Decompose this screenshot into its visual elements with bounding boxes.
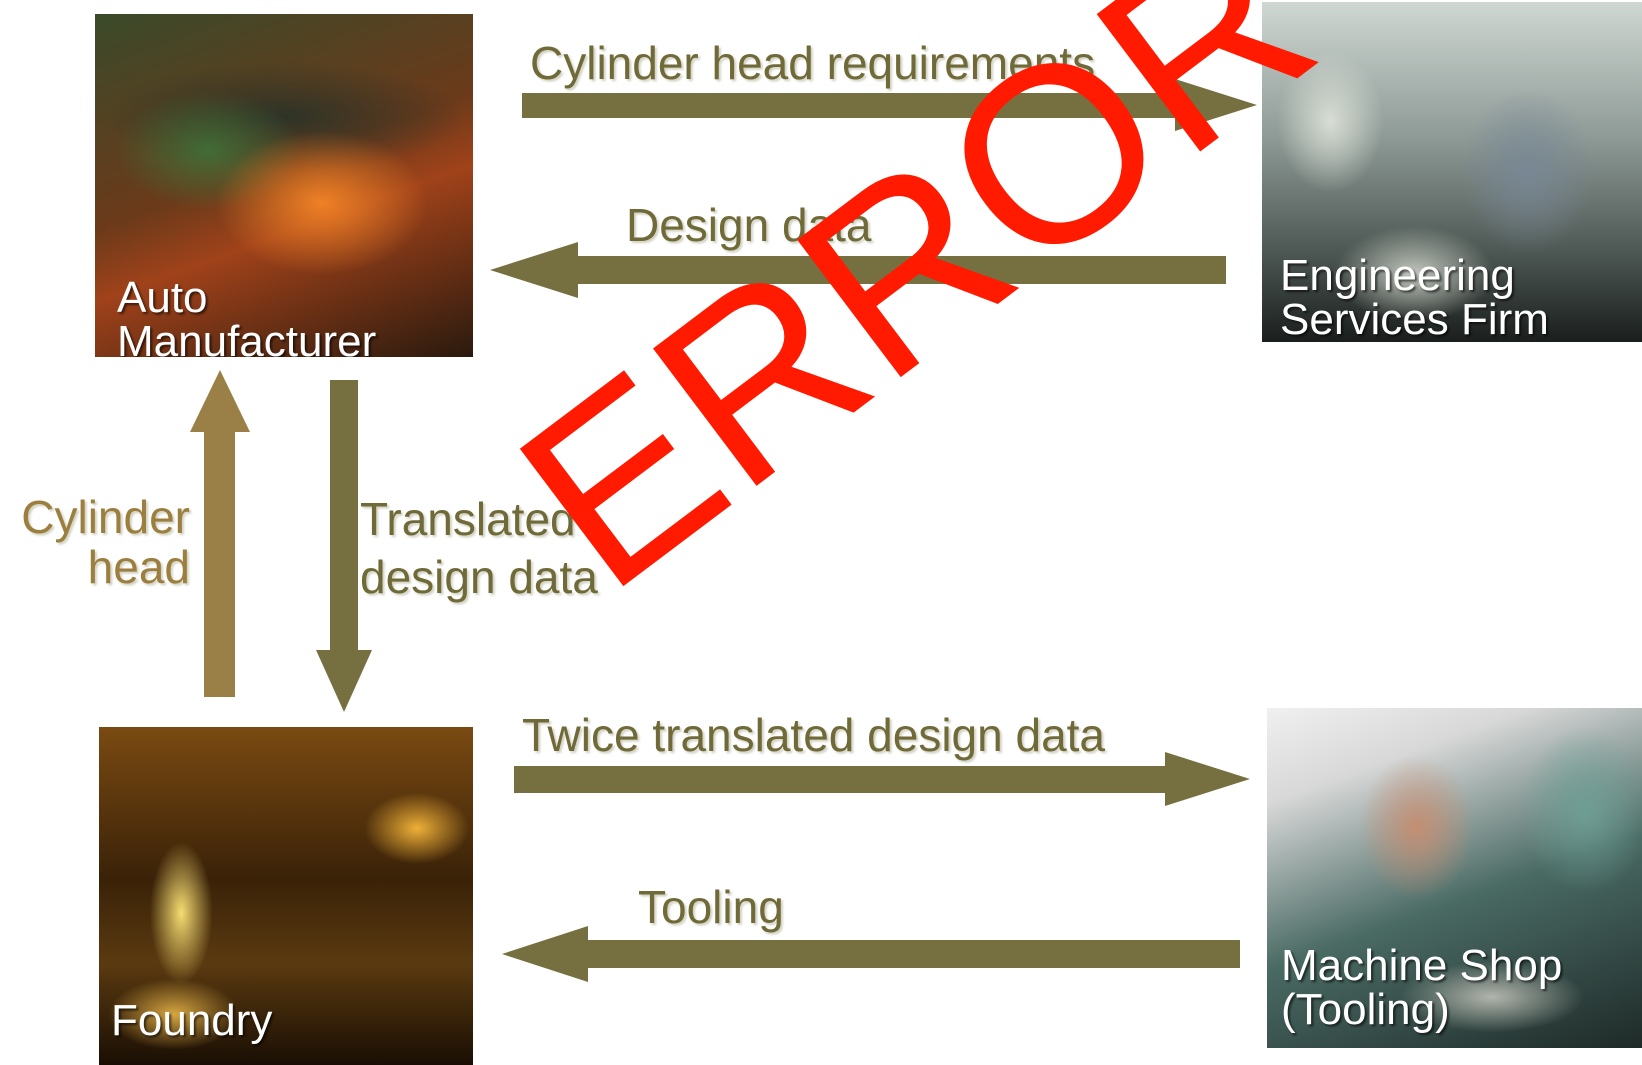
auto-manufacturer-photo: Auto Manufacturer xyxy=(95,14,473,357)
auto-manufacturer-caption: Auto Manufacturer xyxy=(117,273,377,358)
label-twice-translated-design-data: Twice translated design data xyxy=(522,709,1106,761)
auto-caption-line-2: Manufacturer xyxy=(117,317,377,358)
label-cylinder-head-line-1: Cylinder xyxy=(21,491,190,543)
label-design-data: Design data xyxy=(626,199,872,251)
label-cylinder-head-line-2: head xyxy=(87,541,190,593)
foundry-caption: Foundry xyxy=(111,999,272,1043)
engineering-services-caption: Engineering Services Firm xyxy=(1280,254,1549,342)
arrow-twice-translated-to-machine xyxy=(514,752,1250,806)
label-translated-line-1: Translated xyxy=(360,493,576,545)
engineering-services-photo: Engineering Services Firm xyxy=(1262,2,1642,342)
machine-shop-photo: Machine Shop (Tooling) xyxy=(1267,708,1642,1048)
arrow-design-data-to-auto xyxy=(490,242,1226,298)
arrow-tooling-to-foundry xyxy=(502,926,1240,982)
foundry-caption-line-1: Foundry xyxy=(111,996,273,1045)
machine-shop-caption: Machine Shop (Tooling) xyxy=(1281,944,1562,1032)
label-cylinder-head-requirements: Cylinder head requirements xyxy=(530,37,1096,89)
arrow-cylinder-head-to-auto xyxy=(190,370,250,697)
label-translated-design-data: Translated design data xyxy=(360,490,598,606)
engineering-caption-line-2: Services Firm xyxy=(1280,295,1549,342)
machine-caption-line-2: (Tooling) xyxy=(1281,985,1450,1034)
label-tooling: Tooling xyxy=(638,881,784,933)
label-translated-line-2: design data xyxy=(360,551,598,603)
machine-caption-line-1: Machine Shop xyxy=(1281,941,1563,990)
arrow-requirements-to-engineering xyxy=(522,79,1257,131)
engineering-caption-line-1: Engineering xyxy=(1280,251,1515,300)
auto-caption-line-1: Auto xyxy=(117,273,208,322)
label-cylinder-head: Cylinder head xyxy=(14,492,190,592)
foundry-photo: Foundry xyxy=(99,727,473,1065)
arrow-translated-data-to-foundry xyxy=(316,380,372,712)
